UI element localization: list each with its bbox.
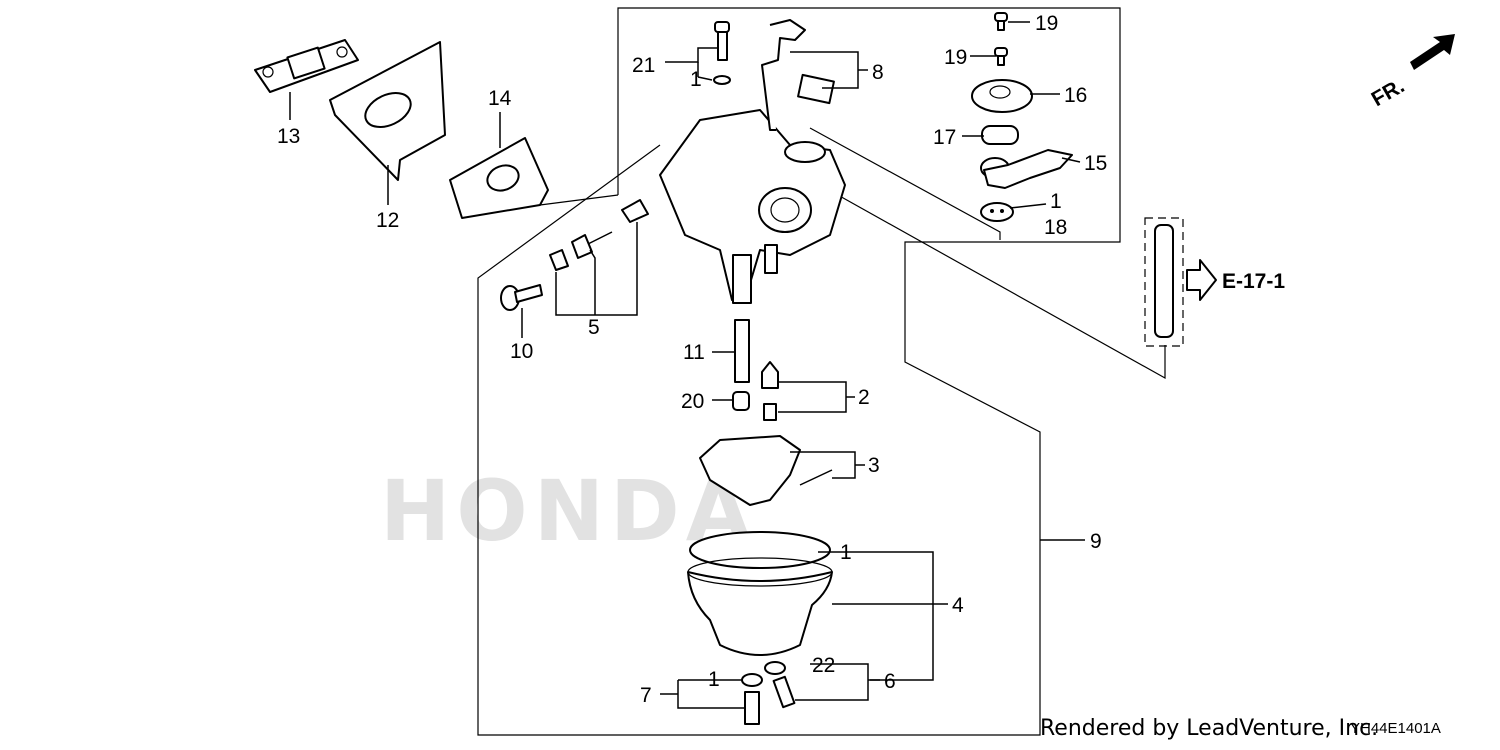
callout-1a: 1 — [690, 68, 702, 91]
callout-10: 10 — [510, 340, 533, 363]
callout-1c: 1 — [840, 541, 852, 564]
leader-lines — [289, 21, 1085, 709]
callout-18: 18 — [1044, 216, 1067, 239]
plate-14 — [449, 137, 549, 219]
credit-text: Rendered by LeadVenture, Inc. — [1040, 716, 1379, 741]
callout-15: 15 — [1084, 152, 1107, 175]
pilot-screw-5 — [549, 199, 649, 271]
cover-16 — [971, 79, 1033, 113]
diagram-code: YH44E1401A — [1350, 720, 1441, 737]
valve-lever-15 — [980, 149, 1073, 189]
callout-1b: 1 — [1050, 190, 1062, 213]
ref-arrow — [1186, 259, 1217, 301]
fuel-tube — [1144, 217, 1184, 347]
float-3 — [699, 435, 833, 506]
washer-22 — [764, 661, 786, 675]
screw-19b — [994, 47, 1008, 66]
callout-19b: 19 — [944, 46, 967, 69]
callout-3: 3 — [868, 454, 880, 477]
callout-13: 13 — [277, 125, 300, 148]
carburetor-body — [659, 109, 846, 304]
callout-2: 2 — [858, 386, 870, 409]
callout-12: 12 — [376, 209, 399, 232]
callout-22: 22 — [812, 654, 835, 677]
washer-18 — [980, 202, 1014, 222]
outline-link — [819, 184, 1166, 380]
jet-20 — [732, 391, 750, 411]
callout-7: 7 — [640, 684, 652, 707]
float-chamber-4 — [687, 531, 833, 656]
bolt-6 — [772, 675, 796, 709]
insulator-12 — [329, 41, 446, 181]
gasket-13 — [254, 39, 359, 93]
screw-21 — [713, 21, 731, 85]
screw-19a — [994, 12, 1008, 31]
callout-19a: 19 — [1035, 12, 1058, 35]
callout-6: 6 — [884, 670, 896, 693]
nozzle-11 — [734, 319, 750, 383]
callout-11: 11 — [683, 341, 705, 364]
callout-9: 9 — [1090, 530, 1102, 553]
screw-10 — [500, 284, 543, 311]
outline-link — [539, 194, 619, 206]
callout-16: 16 — [1064, 84, 1087, 107]
callout-14: 14 — [488, 87, 512, 110]
callout-20: 20 — [681, 390, 704, 413]
choke-lever-8 — [761, 19, 835, 131]
callout-8: 8 — [872, 61, 884, 84]
outline-link — [809, 127, 1001, 240]
bolt-7 — [744, 691, 760, 725]
seal-17 — [981, 125, 1019, 145]
front-label: FR. — [1368, 74, 1409, 111]
callout-21: 21 — [632, 54, 655, 77]
callout-4: 4 — [952, 594, 964, 617]
washer-1 — [741, 673, 763, 687]
callout-17: 17 — [933, 126, 956, 149]
callout-5: 5 — [588, 316, 600, 339]
callout-1d: 1 — [708, 668, 720, 691]
assembly-9-outline — [477, 7, 1121, 736]
front-direction-arrow — [1410, 34, 1455, 70]
ref-label: E-17-1 — [1222, 270, 1285, 293]
watermark-text: HONDA — [380, 462, 757, 560]
float-valve-2 — [761, 361, 779, 421]
